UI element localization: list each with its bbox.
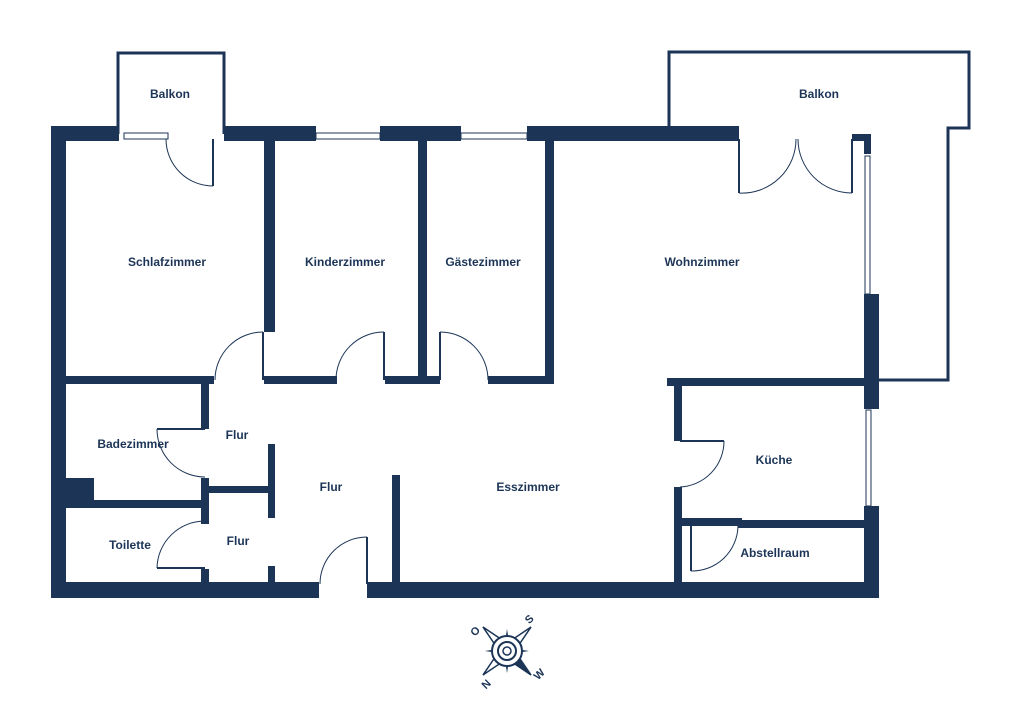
room-label-balkon-left: Balkon [150, 87, 190, 101]
room-label-gaestezimmer: Gästezimmer [445, 255, 521, 269]
room-label-kueche: Küche [756, 453, 793, 467]
room-label-kinderzimmer: Kinderzimmer [305, 255, 385, 269]
compass-rose: S W N O [468, 613, 548, 692]
room-label-flur-center: Flur [320, 480, 343, 494]
compass-label-n: N [480, 678, 494, 692]
compass-label-w: W [532, 666, 548, 682]
doors [156, 138, 853, 585]
room-label-esszimmer: Esszimmer [496, 480, 560, 494]
exterior-walls [51, 126, 879, 598]
balcony-left [116, 51, 226, 134]
interior-walls [66, 139, 868, 584]
balcony-right [667, 50, 971, 382]
room-label-badezimmer: Badezimmer [97, 437, 169, 451]
room-label-flur-lower: Flur [227, 534, 250, 548]
room-labels: Balkon Balkon Schlafzimmer Kinderzimmer … [97, 87, 839, 560]
compass-label-s: S [523, 613, 537, 627]
room-label-abstellraum: Abstellraum [740, 546, 809, 560]
room-label-balkon-right: Balkon [799, 87, 839, 101]
room-label-schlafzimmer: Schlafzimmer [128, 255, 206, 269]
room-label-toilette: Toilette [109, 538, 151, 552]
compass-label-o: O [468, 624, 483, 639]
room-label-wohnzimmer: Wohnzimmer [664, 255, 739, 269]
room-label-flur-upper: Flur [226, 428, 249, 442]
windows [123, 132, 872, 507]
